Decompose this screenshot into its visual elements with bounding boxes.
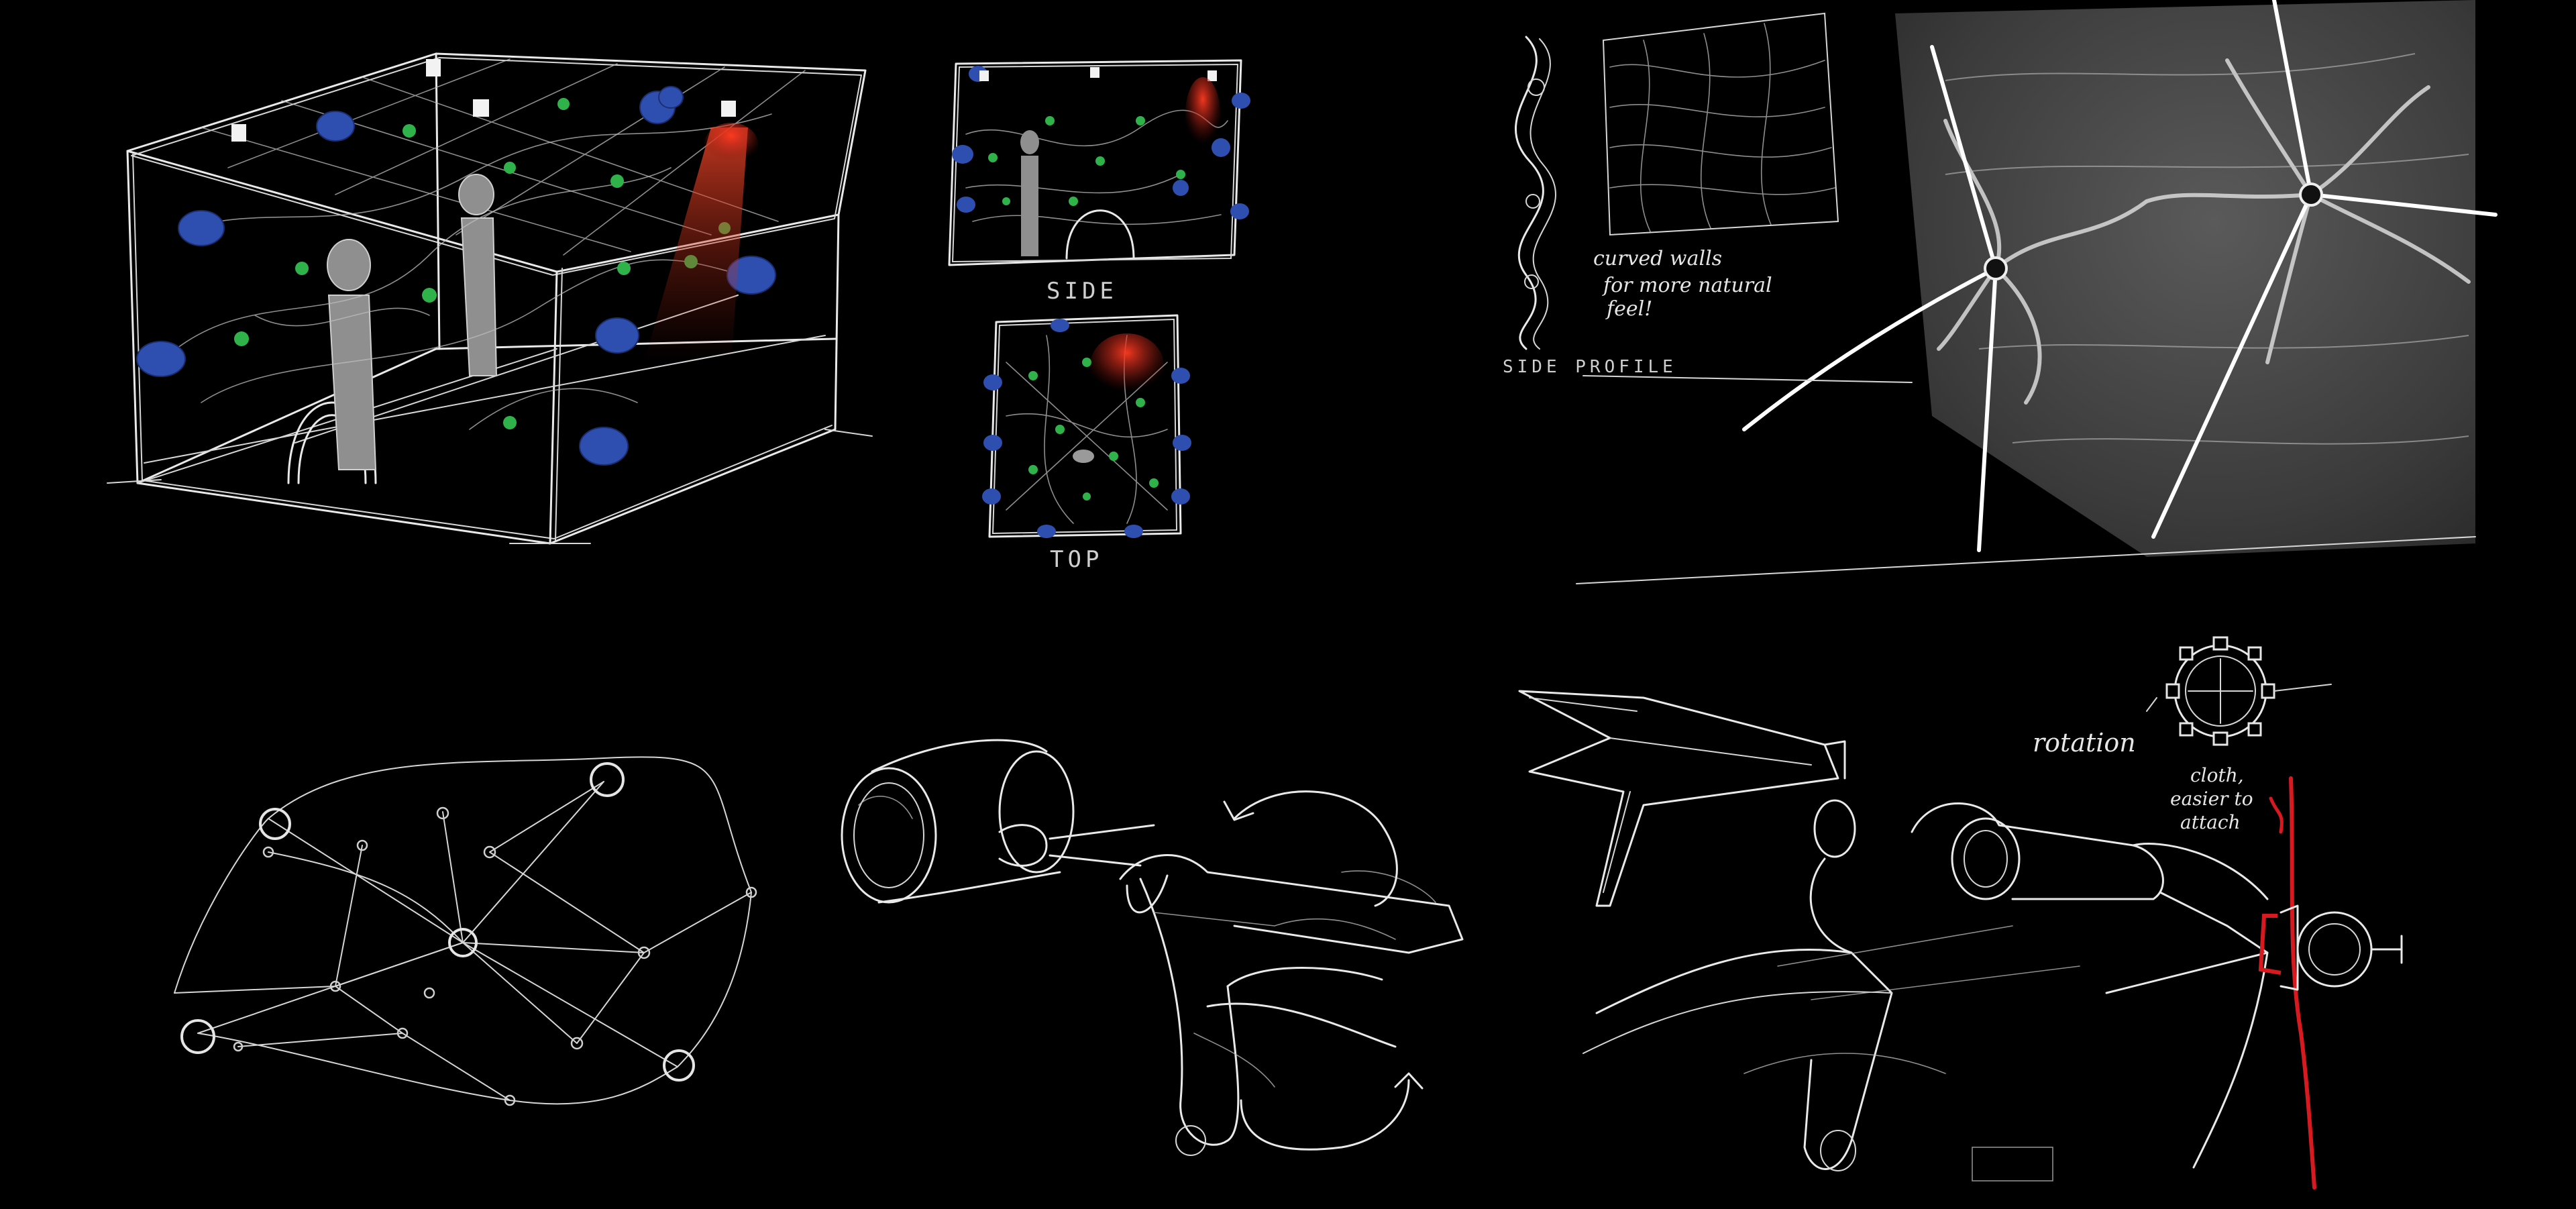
rotation-label: rotation xyxy=(2033,728,2136,757)
curved-wall-panel-sketch: SIDE PROFILE curved walls for more natur… xyxy=(1503,0,2498,584)
cloth-note-line-2: easier to xyxy=(2170,788,2253,810)
curved-walls-note-line-1: curved walls xyxy=(1593,247,1722,270)
node-network-sketch xyxy=(174,756,757,1106)
side-view-label: SIDE xyxy=(1046,278,1118,305)
rotation-gear-sketch xyxy=(2146,636,2332,746)
attachment-assembly-sketch: rotation cloth, easier to attac xyxy=(1518,636,2403,1190)
room-perspective-sketch xyxy=(107,52,873,545)
cloth-note: cloth, easier to attach xyxy=(2170,764,2253,833)
connector-exploded-sketch xyxy=(841,739,1464,1156)
curved-walls-note-line-2: for more natural xyxy=(1602,274,1772,297)
top-view-sketch: TOP xyxy=(982,314,1191,573)
cloth-note-line-3: attach xyxy=(2180,811,2241,833)
top-view-label: TOP xyxy=(1050,546,1103,573)
cloth-note-line-1: cloth, xyxy=(2190,764,2244,786)
curved-walls-note-line-3: feel! xyxy=(1605,297,1652,321)
curved-walls-note: curved walls for more natural feel! xyxy=(1593,247,1772,321)
side-view-sketch: SIDE xyxy=(948,59,1250,305)
side-profile-label: SIDE PROFILE xyxy=(1503,357,1677,377)
